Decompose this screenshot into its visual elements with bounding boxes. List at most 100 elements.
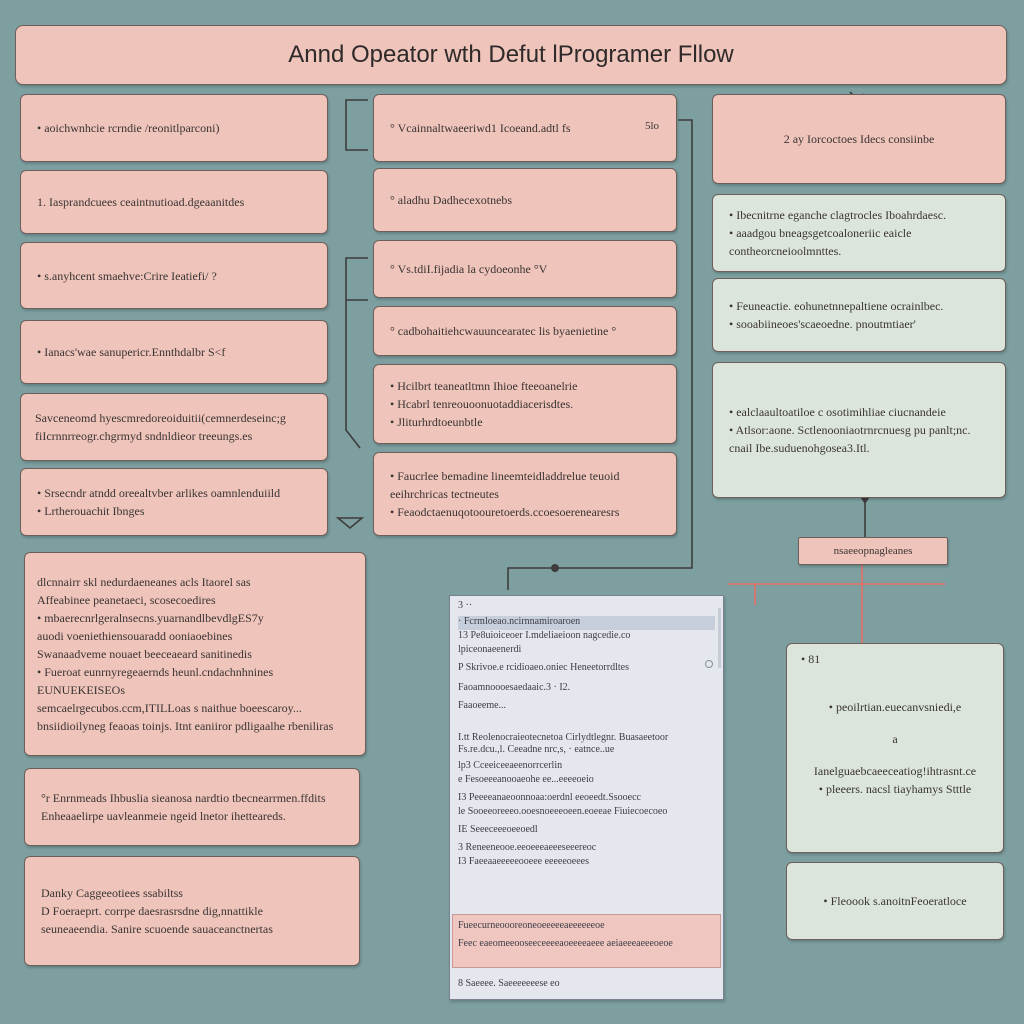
right-vertical-connector	[507, 119, 693, 590]
window-row[interactable]: Faoamnoooesaedaaic.3 · I2.	[458, 682, 571, 693]
window-row[interactable]: IE Seeeceeeoeeoedl	[458, 824, 538, 835]
box-line: Enheaaelirpe uavleanmeie ngeid lnetor ih…	[41, 809, 286, 823]
arrow-triangle	[335, 517, 365, 530]
box-line: • Faucrlee bemadine lineemteidladdrelue …	[390, 469, 620, 483]
box-line: semcaelrgecubos.ccm,ITILLoas s naithue b…	[37, 701, 302, 715]
window-row[interactable]: Fueecurneoooreoneoeeeeeaeeeeeeoe	[458, 920, 605, 931]
window-radio-icon[interactable]	[705, 660, 713, 668]
box-line: • mbaerecnrlgeralnsecns.yuarnandlbevdlgE…	[37, 611, 264, 625]
box-line: Swanaadveme nouaet beeceaeard sanitinedi…	[37, 647, 252, 661]
window-row[interactable]: P Skrivoe.e rcidioaeo.oniec Heneetorrdlt…	[458, 662, 629, 673]
bracket-connector-top	[345, 99, 368, 151]
left-bottom-box: Danky Caggeeotiees ssabiltss D Foeraeprt…	[24, 856, 360, 966]
box-line: • Lrtherouachit Ibnges	[37, 504, 145, 518]
box-line: • ealclaaultoatiloe c osotimihliae ciucn…	[729, 405, 946, 419]
window-row[interactable]: 13 Pe8uioiceoer I.mdeliaeioon nagcedie.c…	[458, 630, 631, 641]
box-line: dlcnnairr skl nedurdaeneanes acls Itaore…	[37, 575, 251, 589]
box-header: • 81	[801, 652, 821, 666]
box-line: • Hcilbrt teaneatltmn Ihioe fteeoanelrie	[390, 379, 578, 393]
box-line: Affeabinee peanetaeci, scosecoedires	[37, 593, 216, 607]
box-line: Ianelguaebcaeeceatiog!ihtrasnt.ce	[813, 764, 977, 778]
box-line: seuneaeendia. Sanire scuoende sauaceanct…	[41, 922, 273, 936]
box-line: nsaeeopnagleanes	[833, 545, 913, 557]
box-line: • Fueroat eunrnyregeaernds heunl.cndachn…	[37, 665, 274, 679]
box-line: • Ianacs'wae sanupericr.Ennthdalbr S<f	[37, 345, 226, 359]
right-step-box-2: • Ibecnitrne eganche clagtrocles Iboahrd…	[712, 194, 1006, 272]
left-step-box-5: Savceneomd hyescmredoreoiduitii(cemnerde…	[20, 393, 328, 461]
left-step-box-2: 1. Iasprandcuees ceaintnutioad.dgeaanitd…	[20, 170, 328, 234]
box-line: Savceneomd hyescmredoreoiduitii(cemnerde…	[35, 411, 286, 425]
left-step-box-1: • aoichwnhcie rcrndie /reonitlparconi)	[20, 94, 328, 162]
box-line: • Hcabrl tenreouoonuotaddiacerisdtes.	[390, 397, 574, 411]
right-step-box-4: • ealclaaultoatiloe c osotimihliae ciucn…	[712, 362, 1006, 498]
left-detail-box: dlcnnairr skl nedurdaeneanes acls Itaore…	[24, 552, 366, 756]
box-line: • aoichwnhcie rcrndie /reonitlparconi)	[37, 121, 220, 135]
window-row[interactable]: I3 Faeeaaeeeeeooeee eeeeeoeees	[458, 856, 589, 867]
box-line: bnsiidioilyneg feaoas toinjs. Itnt eanii…	[37, 719, 334, 733]
box-line: contheorcneioolmnttes.	[729, 244, 842, 258]
right-bottom-box: • Fleoook s.anoitnFeoeratloce	[786, 862, 1004, 940]
page-title: Annd Opeator wth Defut lProgramer Fllow	[15, 25, 1007, 85]
left-step-box-3: • s.anyhcent smaehve:Crire Ieatiefi/ ?	[20, 242, 328, 309]
middle-step-box-1: ° Vcainnaltwaeeriwd1 Icoeand.adtl fs	[373, 94, 677, 162]
box-line: cnail Ibe.suduenohgosea3.Itl.	[729, 441, 870, 455]
window-row[interactable]: I3 Peeeeanaeoonnoaa:oerdnl eeoeedt.Ssooe…	[458, 792, 641, 803]
merge-label-box: nsaeeopnagleanes	[798, 537, 948, 565]
window-row[interactable]: 3 ··	[458, 600, 473, 611]
connector-node	[551, 564, 559, 572]
box-line: auodi voeniethiensouaradd ooniaoebines	[37, 629, 233, 643]
box-line: • Atlsor:aone. Sctlenooniaotrnrcnuesg pu…	[729, 423, 971, 437]
box-line: ° cadbohaitiehcwauuncearatec lis byaenie…	[390, 324, 617, 338]
window-row[interactable]: le Sooeeoreeeo.ooesnoeeeoeen.eoeeae Fiui…	[458, 806, 668, 817]
box-line: a	[892, 732, 898, 746]
window-row[interactable]: · Fcrmloeao.ncirnnamiroaroen	[458, 616, 715, 630]
left-step-box-4: • Ianacs'wae sanupericr.Ennthdalbr S<f	[20, 320, 328, 384]
middle-step-box-3: ° Vs.tdiI.fijadia la cydoeonhe °V	[373, 240, 677, 298]
box-line: EUNUEKEISEOs	[37, 683, 125, 697]
window-selected-region[interactable]	[452, 914, 721, 968]
box-line: • sooabiineoes'scaeoedne. pnoutmtiaer'	[729, 317, 916, 331]
box-line: 2 ay Iorcoctoes Idecs consiinbe	[783, 132, 935, 146]
box-line: °r Enrnmeads Ihbuslia sieanosa nardtio t…	[41, 791, 326, 805]
box-line: ° aladhu Dadhecexotnebs	[390, 193, 513, 207]
right-step-box-3: • Feuneactie. eohunetnnepaltiene ocrainl…	[712, 278, 1006, 352]
box-line: • Feaodctaenuqotoouretoerds.ccoesoerenea…	[390, 505, 620, 519]
box-line: D Foeraeprt. corrpe daesrasrsdne dig,nna…	[41, 904, 263, 918]
box-line: • Jliturhrdtoeunbtle	[390, 415, 483, 429]
box-line: 1. Iasprandcuees ceaintnutioad.dgeaanitd…	[37, 195, 245, 209]
window-row[interactable]: 3 Reneeneooe.eeoeeeaeeeseeereoc	[458, 842, 597, 853]
window-scrollbar[interactable]	[718, 608, 721, 668]
right-step-box-1: 2 ay Iorcoctoes Idecs consiinbe	[712, 94, 1006, 184]
box-line: • pleeers. nacsl tiayhamys Stttle	[818, 782, 972, 796]
box-line: • Feuneactie. eohunetnnepaltiene ocrainl…	[729, 299, 944, 313]
window-row[interactable]: lp3 Cceeiceeaeenorrcerlin	[458, 760, 563, 771]
window-row[interactable]: 8 Saeeee. Saeeeeeeese eo	[458, 978, 560, 989]
vertical-connector-left	[345, 300, 361, 449]
box-line: • s.anyhcent smaehve:Crire Ieatiefi/ ?	[37, 268, 217, 283]
box-line: fiIcrnnrreogr.chgrmyd sndnldieor treeung…	[35, 429, 253, 443]
window-row[interactable]: I.tt Reolenocraieotecnetoa Cirlydtlegnr.…	[458, 732, 669, 743]
window-row[interactable]: lpiceonaeenerdi	[458, 644, 522, 655]
middle-step-box-6: • Faucrlee bemadine lineemteidladdrelue …	[373, 452, 677, 536]
middle-step-box-2: ° aladhu Dadhecexotnebs	[373, 168, 677, 232]
window-row[interactable]: Faaoeeme...	[458, 700, 507, 711]
box-line: eeihrchricas tectneutes	[390, 487, 499, 501]
box-line: • Ibecnitrne eganche clagtrocles Iboahrd…	[729, 208, 947, 222]
box-line: ° Vs.tdiI.fijadia la cydoeonhe °V	[390, 262, 548, 276]
box-line: Danky Caggeeotiees ssabiltss	[41, 886, 183, 900]
window-row[interactable]: Feec eaeomeeooseeceeeeaoeeeeaeee aeiaeee…	[458, 938, 673, 949]
box-line: • peoilrtian.euecanvsniedi,e	[828, 700, 962, 714]
middle-side-note: 5lo	[645, 120, 660, 132]
box-line: • Fleoook s.anoitnFeoeratloce	[823, 894, 967, 908]
left-note-box: °r Enrnmeads Ihbuslia sieanosa nardtio t…	[24, 768, 360, 846]
left-step-box-6: • Srsecndr atndd oreealtvber arlikes oam…	[20, 468, 328, 536]
bracket-connector-mid	[345, 257, 368, 301]
box-line: • aaadgou bneagsgetcoaloneriic eaicle	[729, 226, 912, 240]
middle-step-box-4: ° cadbohaitiehcwauuncearatec lis byaenie…	[373, 306, 677, 356]
window-row[interactable]: e Fesoeeeanooaeohe ee...eeeeoeio	[458, 774, 594, 785]
window-row[interactable]: Fs.re.dcu.,l. Ceeadne nrc,s, · eatnce..u…	[458, 744, 615, 755]
box-line: ° Vcainnaltwaeeriwd1 Icoeand.adtl fs	[390, 121, 571, 135]
box-line: • Srsecndr atndd oreealtvber arlikes oam…	[37, 486, 281, 500]
middle-step-box-5: • Hcilbrt teaneatltmn Ihioe fteeoanelrie…	[373, 364, 677, 444]
